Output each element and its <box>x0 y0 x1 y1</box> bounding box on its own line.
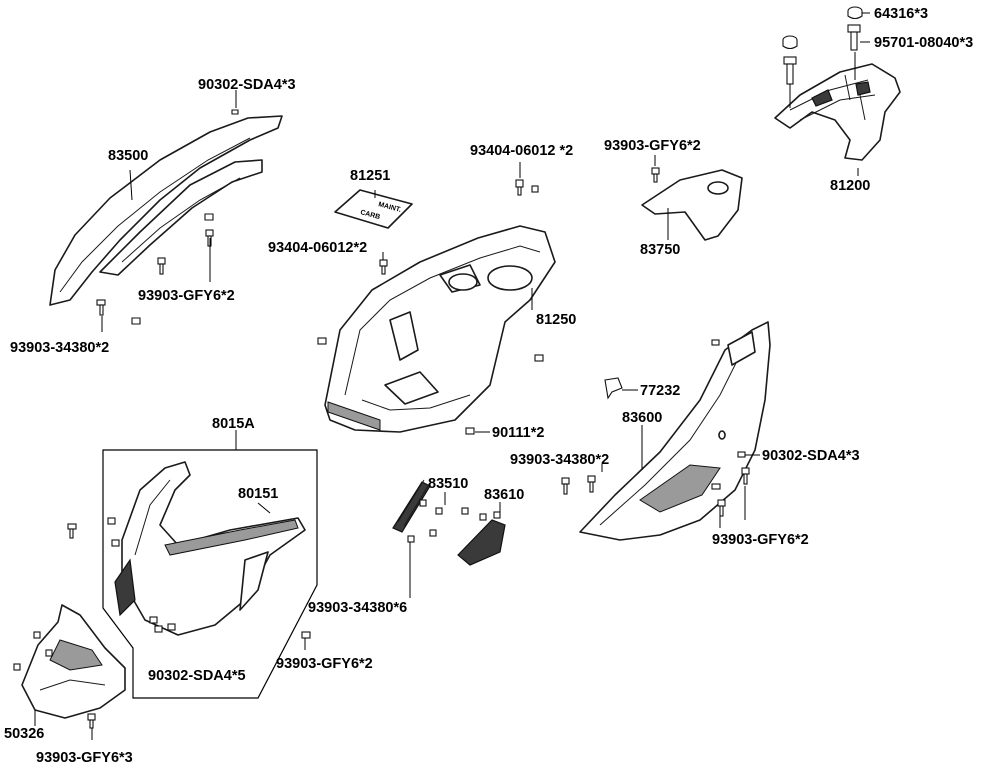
label-83510: 83510 <box>428 476 468 492</box>
lower-cover-50326 <box>21 604 126 719</box>
label-93903-gfy6-c: 93903-GFY6*2 <box>712 532 809 548</box>
label-83500: 83500 <box>108 148 148 164</box>
left-cover-83500 <box>49 115 283 306</box>
decal-text-1: CARB <box>359 209 380 221</box>
label-95701: 95701-08040*3 <box>874 35 973 51</box>
screws-83500 <box>96 109 239 325</box>
label-93903-34380-c: 93903-34380*6 <box>308 600 407 616</box>
label-81200: 81200 <box>830 178 870 194</box>
front-cover-80151 <box>114 461 306 636</box>
label-83750: 83750 <box>640 242 680 258</box>
label-93404-a: 93404-06012 *2 <box>470 143 573 159</box>
label-93903-gfy6-a: 93903-GFY6*2 <box>604 138 701 154</box>
cap-left <box>782 35 798 50</box>
label-81250: 81250 <box>536 312 576 328</box>
cap-64316 <box>847 6 863 20</box>
label-80151: 80151 <box>238 486 278 502</box>
label-83600: 83600 <box>622 410 662 426</box>
rear-cover-83750 <box>641 167 743 241</box>
decal-81251: CARB MAINT. <box>334 189 413 229</box>
strip-83510 <box>392 479 431 533</box>
label-93404-b: 93404-06012*2 <box>268 240 367 256</box>
label-93903-gfy6-e: 93903-GFY6*3 <box>36 750 133 766</box>
storage-box-81250 <box>324 225 556 433</box>
label-93903-gfy6-d: 93903-GFY6*2 <box>276 656 373 672</box>
group-box-8015a <box>102 449 318 699</box>
clip-77232 <box>604 377 623 400</box>
label-90302-b: 90302-SDA4*3 <box>762 448 860 464</box>
label-83610: 83610 <box>484 487 524 503</box>
leader-lines <box>34 12 870 740</box>
strip-83610 <box>457 519 506 566</box>
right-cover-83600 <box>579 321 771 541</box>
label-93903-gfy6-b: 93903-GFY6*2 <box>138 288 235 304</box>
label-93903-34380-b: 93903-34380*2 <box>510 452 609 468</box>
label-90111: 90111*2 <box>492 425 544 441</box>
label-90302-c: 90302-SDA4*5 <box>148 668 246 684</box>
screws-83600 <box>561 339 750 517</box>
label-64316: 64316*3 <box>874 6 928 22</box>
clips-8015a <box>67 517 311 639</box>
bolt-95701 <box>847 24 861 51</box>
label-93903-34380-a: 93903-34380*2 <box>10 340 109 356</box>
label-90302-a: 90302-SDA4*3 <box>198 77 296 93</box>
label-50326: 50326 <box>4 726 44 742</box>
screws-81250 <box>317 179 544 435</box>
bolt-left <box>783 52 856 108</box>
label-81251: 81251 <box>350 168 390 184</box>
label-8015a: 8015A <box>212 416 255 432</box>
screws-strips <box>407 499 501 543</box>
part-labels: 64316*3 95701-08040*3 90302-SDA4*3 83500… <box>4 6 973 766</box>
rear-carrier-81200 <box>774 63 901 161</box>
label-77232: 77232 <box>640 383 680 399</box>
